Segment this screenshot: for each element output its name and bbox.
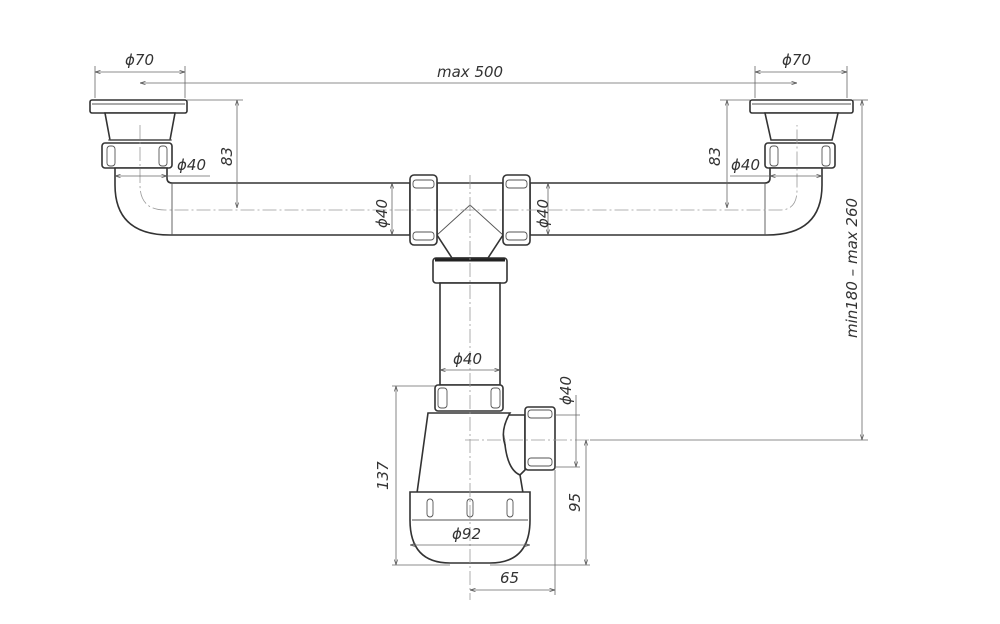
dim-outlet-height: 95 xyxy=(566,493,584,512)
dim-outlet-offset: 65 xyxy=(500,569,519,587)
bottle-trap xyxy=(409,384,556,564)
dim-total-height: min180 – max 260 xyxy=(843,198,861,338)
dim-side-outlet-diameter: ϕ40 xyxy=(557,376,575,405)
left-pipe xyxy=(114,167,411,236)
dim-strainer-left-diameter: ϕ70 xyxy=(125,51,154,69)
dim-strainer-right-diameter: ϕ70 xyxy=(782,51,811,69)
left-strainer xyxy=(89,99,188,169)
dim-max-width: max 500 xyxy=(437,63,503,81)
dim-trap-height: 137 xyxy=(374,461,392,490)
dim-right-outlet-diameter: ϕ40 xyxy=(731,156,760,174)
right-pipe xyxy=(529,167,823,236)
right-strainer xyxy=(749,99,854,169)
dim-left-outlet-diameter: ϕ40 xyxy=(177,156,206,174)
dim-trap-diameter: ϕ92 xyxy=(452,525,481,543)
dim-vertical-pipe-diameter: ϕ40 xyxy=(453,350,482,368)
dim-right-height: 83 xyxy=(706,147,724,166)
dim-left-pipe-diameter: ϕ40 xyxy=(373,199,391,228)
dim-right-pipe-diameter: ϕ40 xyxy=(534,199,552,228)
dim-left-height: 83 xyxy=(218,147,236,166)
center-lines xyxy=(139,125,798,600)
dimension-lines xyxy=(94,66,868,595)
